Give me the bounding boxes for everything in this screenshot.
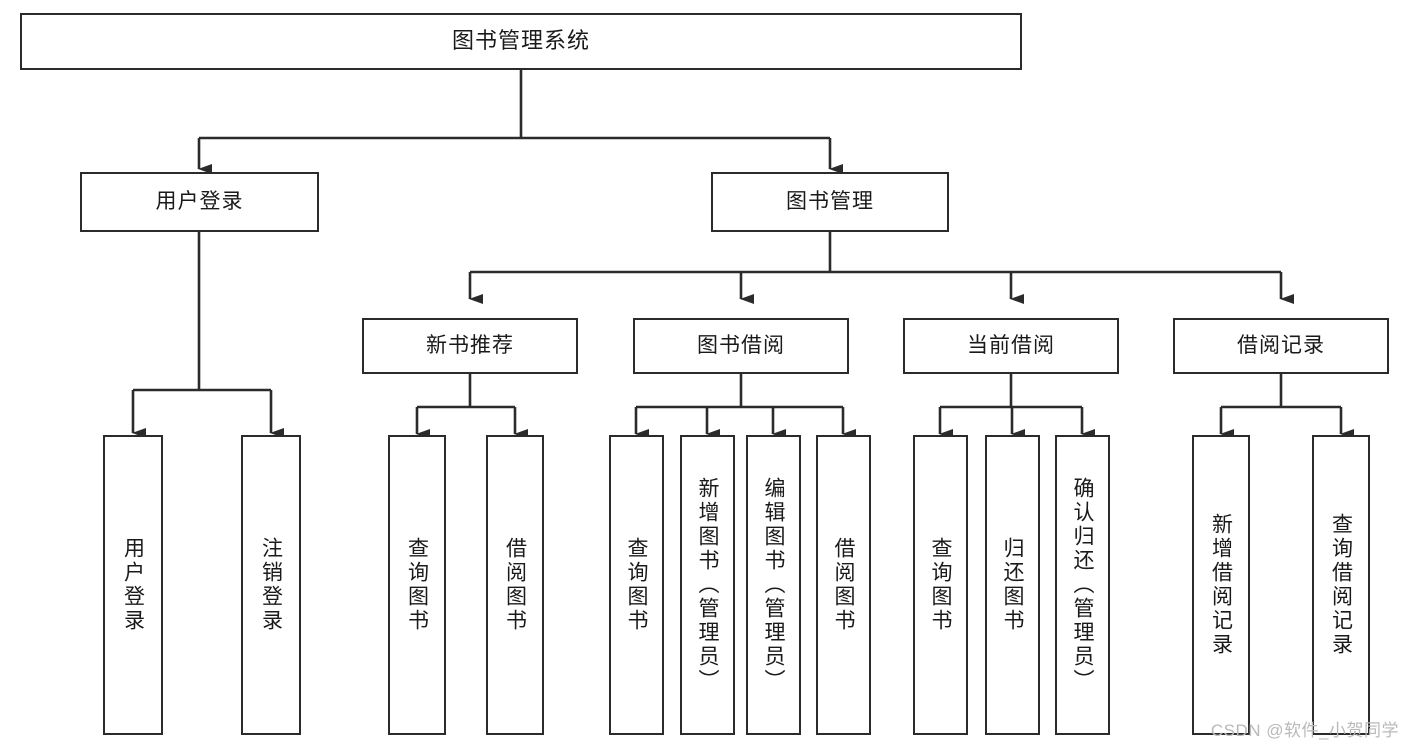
node-borrow-record-label: 借阅记录 [1237, 334, 1325, 358]
leaf-borrow-book-2[interactable]: 借阅图书 [816, 435, 871, 735]
leaf-return-book-label: 归还图书 [1001, 537, 1024, 633]
leaf-user-login[interactable]: 用户登录 [103, 435, 163, 735]
leaf-logout-label: 注销登录 [259, 537, 283, 633]
node-book-manage-label: 图书管理 [786, 190, 874, 214]
leaf-query-book-2[interactable]: 查询图书 [609, 435, 664, 735]
leaf-query-book-1-label: 查询图书 [405, 537, 429, 633]
node-book-manage[interactable]: 图书管理 [711, 172, 949, 232]
node-user-login[interactable]: 用户登录 [80, 172, 319, 232]
leaf-add-book[interactable]: 新增图书（管理员） [680, 435, 735, 735]
leaf-query-record-label: 查询借阅记录 [1329, 513, 1353, 657]
leaf-add-record-label: 新增借阅记录 [1209, 513, 1233, 657]
leaf-query-book-3-label: 查询图书 [929, 537, 952, 633]
leaf-query-book-3[interactable]: 查询图书 [913, 435, 968, 735]
leaf-confirm-return[interactable]: 确认归还（管理员） [1055, 435, 1110, 735]
watermark: CSDN @软件_小贺同学 [1210, 721, 1399, 740]
leaf-query-book-1[interactable]: 查询图书 [388, 435, 446, 735]
leaf-borrow-book-1-label: 借阅图书 [503, 537, 527, 633]
leaf-edit-book-label: 编辑图书（管理员） [762, 477, 785, 693]
leaf-borrow-book-1[interactable]: 借阅图书 [486, 435, 544, 735]
node-book-borrow[interactable]: 图书借阅 [633, 318, 849, 374]
node-root-label: 图书管理系统 [451, 28, 590, 54]
leaf-confirm-return-label: 确认归还（管理员） [1071, 477, 1094, 693]
leaf-user-login-label: 用户登录 [121, 537, 145, 633]
leaf-query-book-2-label: 查询图书 [625, 537, 648, 633]
node-root[interactable]: 图书管理系统 [20, 13, 1022, 70]
node-current-borrow-label: 当前借阅 [967, 334, 1055, 358]
node-borrow-record[interactable]: 借阅记录 [1173, 318, 1389, 374]
node-new-book-rec-label: 新书推荐 [426, 334, 514, 358]
leaf-edit-book[interactable]: 编辑图书（管理员） [746, 435, 801, 735]
leaf-borrow-book-2-label: 借阅图书 [832, 537, 855, 633]
leaf-add-record[interactable]: 新增借阅记录 [1192, 435, 1250, 735]
leaf-return-book[interactable]: 归还图书 [985, 435, 1040, 735]
node-current-borrow[interactable]: 当前借阅 [903, 318, 1119, 374]
node-new-book-rec[interactable]: 新书推荐 [362, 318, 578, 374]
leaf-add-book-label: 新增图书（管理员） [696, 477, 719, 693]
node-book-borrow-label: 图书借阅 [697, 334, 785, 358]
leaf-query-record[interactable]: 查询借阅记录 [1312, 435, 1370, 735]
leaf-logout[interactable]: 注销登录 [241, 435, 301, 735]
node-user-login-label: 用户登录 [155, 190, 244, 214]
